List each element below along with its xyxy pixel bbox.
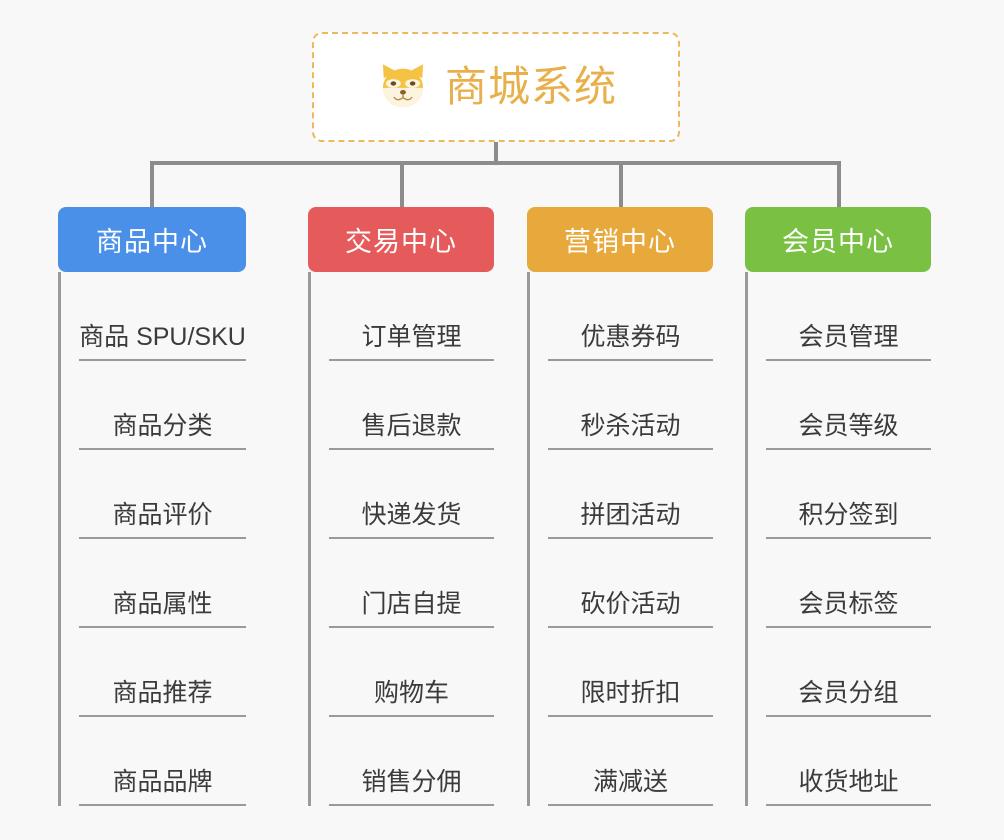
column-member-center: 会员中心 会员管理 会员等级 积分签到 会员标签 会员分组 收货地址 bbox=[745, 207, 931, 806]
leaf-label: 积分签到 bbox=[798, 501, 899, 530]
list-item[interactable]: 会员管理 bbox=[766, 272, 931, 361]
leaf-label: 商品分类 bbox=[112, 412, 213, 441]
list-item[interactable]: 会员标签 bbox=[766, 539, 931, 628]
leaf-stack-member-center: 会员管理 会员等级 积分签到 会员标签 会员分组 收货地址 bbox=[745, 272, 931, 806]
leaf-stack-marketing-center: 优惠券码 秒杀活动 拼团活动 砍价活动 限时折扣 满减送 bbox=[527, 272, 713, 806]
leaf-label: 商品品牌 bbox=[112, 768, 213, 797]
list-item[interactable]: 销售分佣 bbox=[329, 717, 494, 806]
list-item[interactable]: 商品属性 bbox=[79, 539, 246, 628]
list-item[interactable]: 商品分类 bbox=[79, 361, 246, 450]
leaf-label: 商品属性 bbox=[112, 590, 213, 619]
list-item[interactable]: 快递发货 bbox=[329, 450, 494, 539]
leaf-label: 收货地址 bbox=[798, 768, 899, 797]
list-item[interactable]: 售后退款 bbox=[329, 361, 494, 450]
leaf-label: 订单管理 bbox=[361, 323, 462, 352]
leaf-label: 满减送 bbox=[592, 768, 668, 797]
leaf-label: 售后退款 bbox=[361, 412, 462, 441]
leaf-label: 优惠券码 bbox=[580, 323, 681, 352]
leaf-label: 限时折扣 bbox=[580, 679, 681, 708]
leaf-stack-trade-center: 订单管理 售后退款 快递发货 门店自提 购物车 销售分佣 bbox=[308, 272, 494, 806]
category-header-label: 交易中心 bbox=[345, 227, 457, 257]
root-node[interactable]: 商城系统 bbox=[312, 32, 680, 142]
leaf-label: 门店自提 bbox=[361, 590, 462, 619]
list-item[interactable]: 商品推荐 bbox=[79, 628, 246, 717]
list-item[interactable]: 优惠券码 bbox=[548, 272, 713, 361]
leaf-label: 会员管理 bbox=[798, 323, 899, 352]
leaf-label: 销售分佣 bbox=[361, 768, 462, 797]
list-item[interactable]: 满减送 bbox=[548, 717, 713, 806]
connector-drop-1 bbox=[150, 161, 154, 209]
connector-drop-2 bbox=[400, 161, 404, 209]
category-header-member-center[interactable]: 会员中心 bbox=[745, 207, 931, 272]
category-header-label: 商品中心 bbox=[96, 227, 208, 257]
column-marketing-center: 营销中心 优惠券码 秒杀活动 拼团活动 砍价活动 限时折扣 满减送 bbox=[527, 207, 713, 806]
leaf-label: 商品 SPU/SKU bbox=[79, 323, 246, 352]
column-trade-center: 交易中心 订单管理 售后退款 快递发货 门店自提 购物车 销售分佣 bbox=[308, 207, 494, 806]
leaf-label: 秒杀活动 bbox=[580, 412, 681, 441]
leaf-label: 会员标签 bbox=[798, 590, 899, 619]
connector-drop-3 bbox=[619, 161, 623, 209]
leaf-label: 购物车 bbox=[373, 679, 449, 708]
category-header-product-center[interactable]: 商品中心 bbox=[58, 207, 246, 272]
leaf-stack-product-center: 商品 SPU/SKU 商品分类 商品评价 商品属性 商品推荐 商品品牌 bbox=[58, 272, 246, 806]
leaf-label: 商品推荐 bbox=[112, 679, 213, 708]
leaf-label: 商品评价 bbox=[112, 501, 213, 530]
list-item[interactable]: 会员分组 bbox=[766, 628, 931, 717]
leaf-label: 会员等级 bbox=[798, 412, 899, 441]
list-item[interactable]: 收货地址 bbox=[766, 717, 931, 806]
list-item[interactable]: 门店自提 bbox=[329, 539, 494, 628]
list-item[interactable]: 订单管理 bbox=[329, 272, 494, 361]
leaf-label: 砍价活动 bbox=[580, 590, 681, 619]
leaf-label: 快递发货 bbox=[361, 501, 462, 530]
list-item[interactable]: 拼团活动 bbox=[548, 450, 713, 539]
list-item[interactable]: 积分签到 bbox=[766, 450, 931, 539]
category-header-label: 营销中心 bbox=[564, 227, 676, 257]
category-header-marketing-center[interactable]: 营销中心 bbox=[527, 207, 713, 272]
list-item[interactable]: 商品品牌 bbox=[79, 717, 246, 806]
list-item[interactable]: 秒杀活动 bbox=[548, 361, 713, 450]
list-item[interactable]: 商品 SPU/SKU bbox=[79, 272, 246, 361]
category-header-label: 会员中心 bbox=[782, 227, 894, 257]
connector-drop-4 bbox=[837, 161, 841, 209]
list-item[interactable]: 砍价活动 bbox=[548, 539, 713, 628]
leaf-label: 拼团活动 bbox=[580, 501, 681, 530]
root-title: 商城系统 bbox=[444, 63, 617, 110]
connector-root-stem bbox=[494, 142, 498, 163]
list-item[interactable]: 购物车 bbox=[329, 628, 494, 717]
list-item[interactable]: 商品评价 bbox=[79, 450, 246, 539]
connector-bus bbox=[150, 161, 840, 165]
list-item[interactable]: 限时折扣 bbox=[548, 628, 713, 717]
dog-face-icon bbox=[382, 64, 424, 108]
list-item[interactable]: 会员等级 bbox=[766, 361, 931, 450]
column-product-center: 商品中心 商品 SPU/SKU 商品分类 商品评价 商品属性 商品推荐 商品品牌 bbox=[58, 207, 246, 806]
leaf-label: 会员分组 bbox=[798, 679, 899, 708]
category-header-trade-center[interactable]: 交易中心 bbox=[308, 207, 494, 272]
